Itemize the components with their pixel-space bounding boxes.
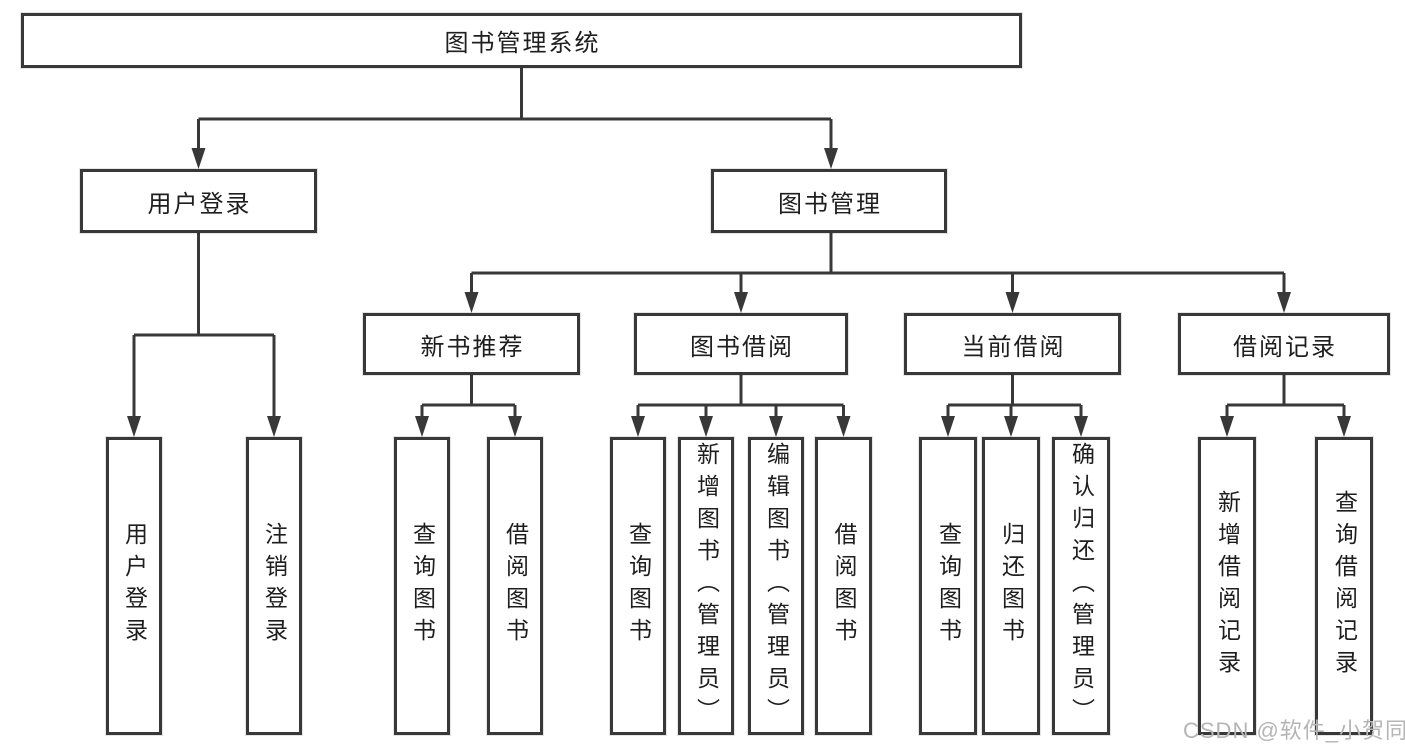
leaf-add-borrow-record: 新增借阅记录 — [1198, 437, 1256, 735]
leaf-query-book-under-current: 查询图书 — [919, 437, 977, 735]
leaf-borrow-book-under-borrow: 借阅图书 — [815, 437, 872, 735]
node-book-borrow: 图书借阅 — [634, 313, 848, 375]
leaf-query-book-under-recommend: 查询图书 — [394, 437, 450, 735]
leaf-user-login: 用户登录 — [106, 437, 162, 735]
csdn-watermark: CSDN @软件_小贺同学 — [1183, 718, 1405, 743]
leaf-query-book-under-borrow: 查询图书 — [610, 437, 666, 735]
leaf-user-login-label: 用户登录 — [121, 522, 148, 650]
leaf-borrow-book-under-recommend: 借阅图书 — [487, 437, 543, 735]
node-new-book-recommend: 新书推荐 — [363, 313, 580, 375]
node-new-book-recommend-label: 新书推荐 — [420, 333, 525, 361]
leaf-add-book-admin: 新增图书（管理员） — [678, 437, 734, 735]
leaf-query-book-under-borrow-label: 查询图书 — [625, 522, 652, 650]
leaf-confirm-return-admin-label: 确认归还（管理员） — [1068, 442, 1095, 730]
node-borrow-record-label: 借阅记录 — [1233, 333, 1337, 361]
leaf-edit-book-admin: 编辑图书（管理员） — [748, 437, 804, 735]
connector-edges — [132, 68, 1346, 418]
node-user-login: 用户登录 — [80, 169, 317, 233]
node-book-management: 图书管理 — [711, 169, 947, 233]
leaf-logout: 注销登录 — [246, 437, 302, 735]
node-current-borrow: 当前借阅 — [904, 313, 1121, 375]
leaf-return-book-label: 归还图书 — [998, 522, 1025, 650]
leaf-query-borrow-record-label: 查询借阅记录 — [1331, 490, 1358, 682]
leaf-add-borrow-record-label: 新增借阅记录 — [1214, 490, 1241, 682]
leaf-query-book-under-recommend-label: 查询图书 — [409, 522, 436, 650]
leaf-return-book: 归还图书 — [982, 437, 1040, 735]
leaf-logout-label: 注销登录 — [261, 522, 288, 650]
node-borrow-record: 借阅记录 — [1178, 313, 1390, 375]
leaf-add-book-admin-label: 新增图书（管理员） — [693, 442, 720, 730]
node-current-borrow-label: 当前借阅 — [961, 333, 1066, 361]
leaf-query-book-under-current-label: 查询图书 — [935, 522, 962, 650]
leaf-borrow-book-under-recommend-label: 借阅图书 — [502, 522, 529, 650]
node-root-label: 图书管理系统 — [444, 30, 601, 57]
leaf-borrow-book-under-borrow-label: 借阅图书 — [831, 522, 857, 650]
leaf-confirm-return-admin: 确认归还（管理员） — [1052, 437, 1110, 735]
leaf-query-borrow-record: 查询借阅记录 — [1315, 437, 1373, 735]
node-book-management-label: 图书管理 — [778, 190, 882, 218]
leaf-edit-book-admin-label: 编辑图书（管理员） — [763, 442, 790, 730]
node-root: 图书管理系统 — [21, 13, 1022, 68]
arrowheads — [127, 148, 1351, 437]
node-user-login-label: 用户登录 — [147, 190, 252, 218]
node-book-borrow-label: 图书借阅 — [690, 333, 794, 361]
